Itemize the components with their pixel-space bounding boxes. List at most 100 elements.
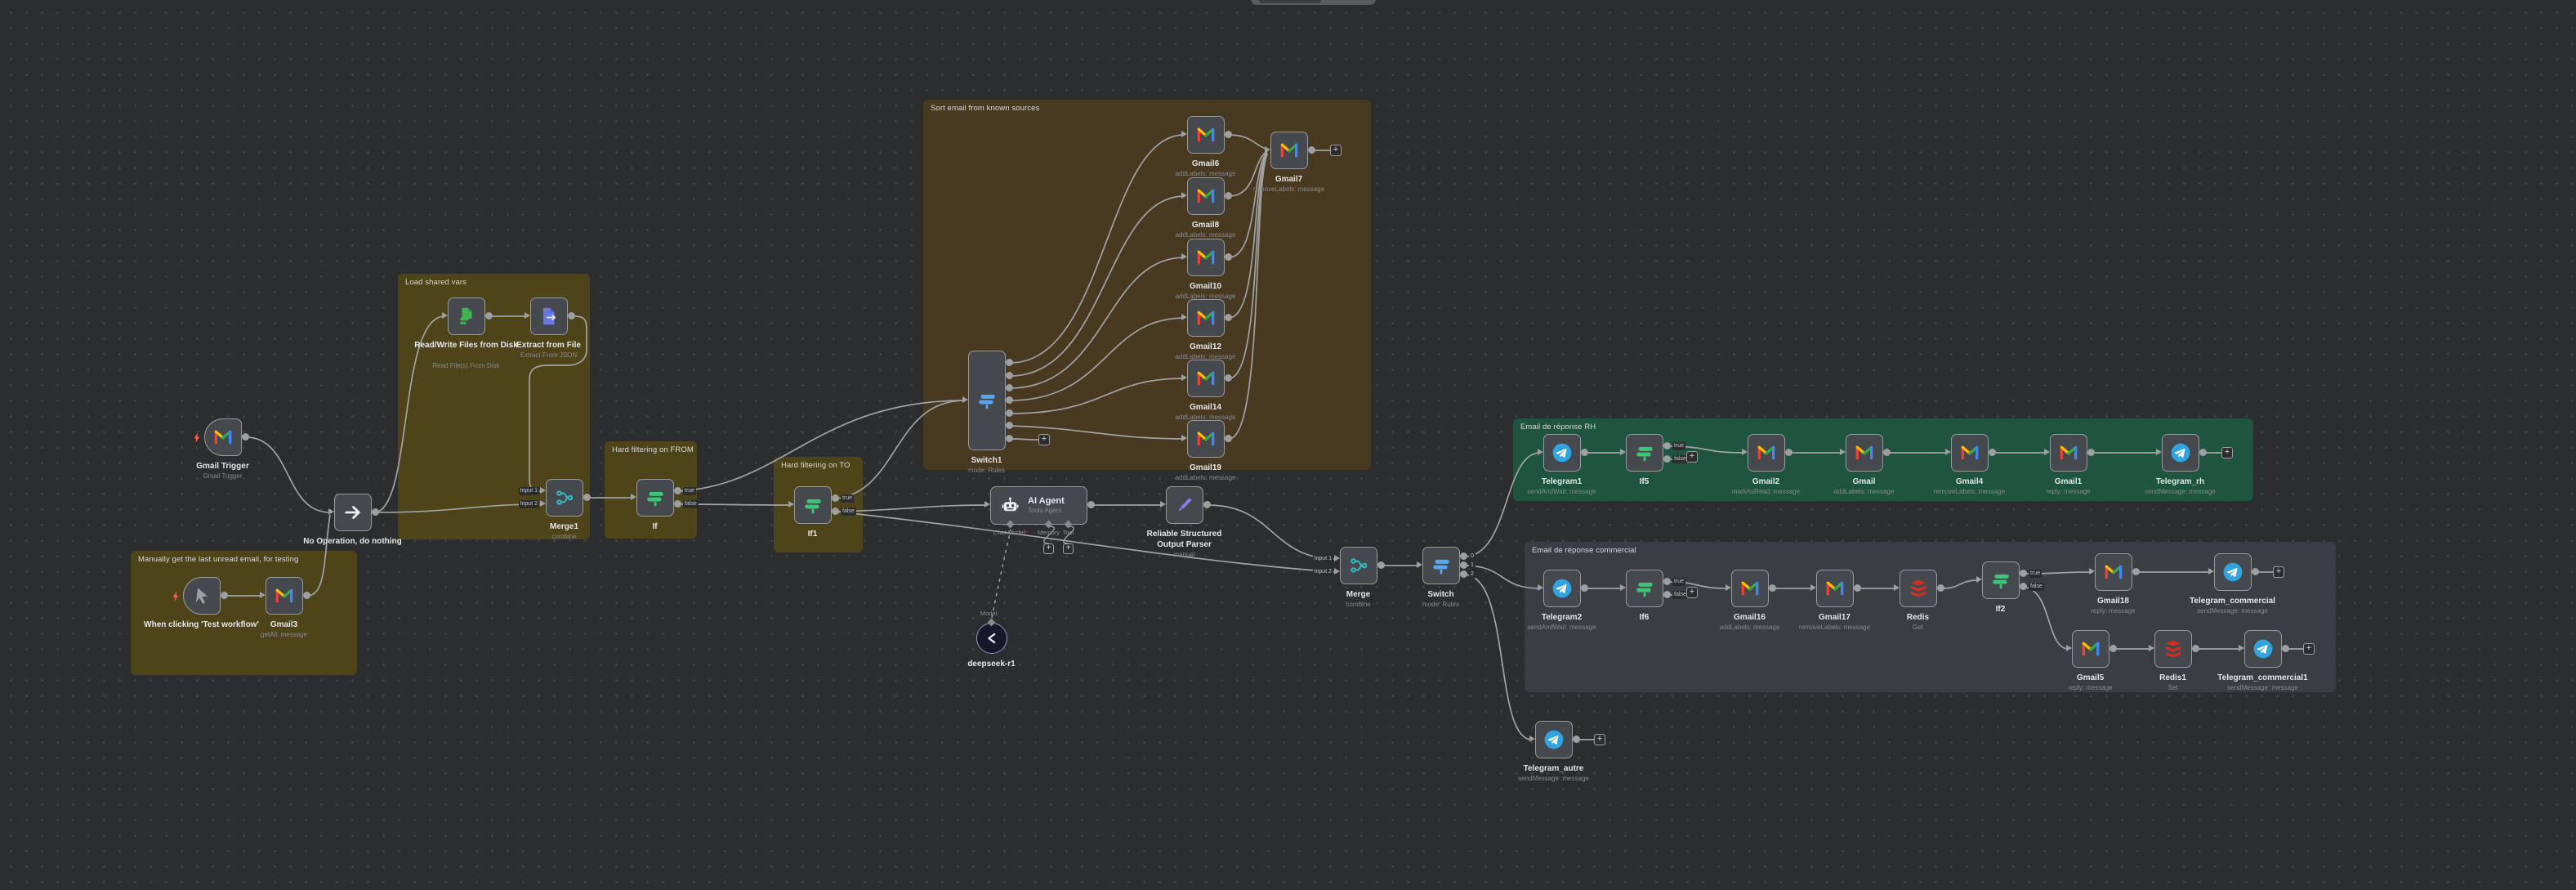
output-port[interactable]: [1087, 501, 1095, 508]
add-node-endpoint[interactable]: +: [1038, 434, 1050, 445]
add-node-endpoint[interactable]: +: [2221, 447, 2233, 458]
output-port[interactable]: [2252, 568, 2259, 575]
connection[interactable]: [835, 400, 966, 499]
output-port[interactable]: [2192, 645, 2199, 652]
output-port[interactable]: [1581, 449, 1588, 456]
output-port[interactable]: [1989, 449, 1996, 456]
add-node-endpoint[interactable]: +: [1063, 543, 1074, 554]
input-port[interactable]: [1976, 576, 1982, 583]
input-port[interactable]: [1160, 501, 1166, 508]
output-port[interactable]: [485, 312, 493, 320]
connection[interactable]: [1009, 438, 1039, 441]
output-port[interactable]: [1308, 146, 1315, 154]
connection[interactable]: [1009, 378, 1185, 414]
input-port[interactable]: [1265, 146, 1270, 153]
connection[interactable]: [1228, 134, 1268, 150]
output-port[interactable]: [2087, 449, 2095, 456]
output-port[interactable]: [1663, 442, 1671, 449]
input-port[interactable]: [1894, 584, 1900, 591]
input-port[interactable]: [1181, 131, 1187, 137]
input-port[interactable]: [1529, 736, 1535, 742]
output-port[interactable]: [2132, 568, 2140, 575]
connection[interactable]: [991, 529, 1011, 619]
input-port[interactable]: [2089, 568, 2095, 575]
input-port[interactable]: [1417, 561, 1422, 568]
input-port[interactable]: [2149, 645, 2154, 651]
input-port[interactable]: [984, 501, 990, 508]
output-port[interactable]: [242, 433, 249, 441]
connection[interactable]: [1228, 153, 1268, 379]
input-port[interactable]: [540, 500, 546, 507]
output-port[interactable]: [303, 592, 310, 599]
output-port[interactable]: [1785, 449, 1792, 456]
connection[interactable]: [1463, 574, 1533, 740]
input-port[interactable]: [1181, 374, 1187, 381]
output-port[interactable]: [1006, 435, 1013, 442]
note-reponse-commercial[interactable]: Email de réponse commercial: [1525, 542, 2336, 692]
connection[interactable]: [1009, 317, 1185, 401]
output-port[interactable]: [1460, 552, 1467, 560]
connection[interactable]: [1463, 452, 1541, 557]
input-port[interactable]: [2044, 449, 2050, 455]
connection[interactable]: [1009, 257, 1185, 389]
input-port[interactable]: [1810, 584, 1816, 591]
connection[interactable]: [1228, 151, 1268, 258]
output-port[interactable]: [1006, 359, 1013, 366]
add-node-endpoint[interactable]: +: [2273, 566, 2284, 578]
output-port[interactable]: [674, 487, 681, 494]
connection[interactable]: [245, 436, 331, 513]
input-port[interactable]: [1840, 449, 1846, 455]
output-port[interactable]: [1460, 561, 1467, 569]
connection[interactable]: [306, 514, 331, 597]
input-port[interactable]: [525, 312, 530, 319]
input-port[interactable]: [962, 396, 968, 403]
output-port[interactable]: [1225, 253, 1232, 261]
note-manual[interactable]: Manually get the last unread email, for …: [131, 551, 357, 675]
connection[interactable]: [835, 504, 988, 512]
output-port[interactable]: [2109, 645, 2117, 652]
output-port[interactable]: [674, 500, 681, 508]
input-port[interactable]: [260, 592, 266, 598]
input-port[interactable]: [2239, 645, 2244, 651]
input-port[interactable]: [1181, 192, 1187, 199]
output-port[interactable]: [1006, 422, 1013, 429]
node-when-clicking[interactable]: When clicking 'Test workflow': [144, 577, 259, 629]
add-node-endpoint[interactable]: +: [1686, 587, 1698, 598]
connection[interactable]: [1463, 565, 1541, 589]
add-node-endpoint[interactable]: +: [1594, 734, 1605, 745]
connection[interactable]: [1009, 425, 1185, 440]
node-no-op[interactable]: No Operation, do nothing: [303, 494, 402, 546]
output-port[interactable]: [1006, 372, 1013, 379]
output-port[interactable]: [1937, 584, 1944, 592]
output-port[interactable]: [1006, 384, 1013, 391]
connection[interactable]: [375, 315, 445, 513]
input-port[interactable]: [1620, 584, 1626, 591]
output-port[interactable]: [1225, 435, 1232, 442]
output-port[interactable]: [372, 508, 379, 516]
connection[interactable]: [1009, 195, 1185, 377]
output-port[interactable]: [583, 494, 591, 501]
input-port[interactable]: [788, 501, 794, 508]
output-port[interactable]: [1203, 501, 1211, 508]
input-port[interactable]: [1538, 449, 1543, 455]
